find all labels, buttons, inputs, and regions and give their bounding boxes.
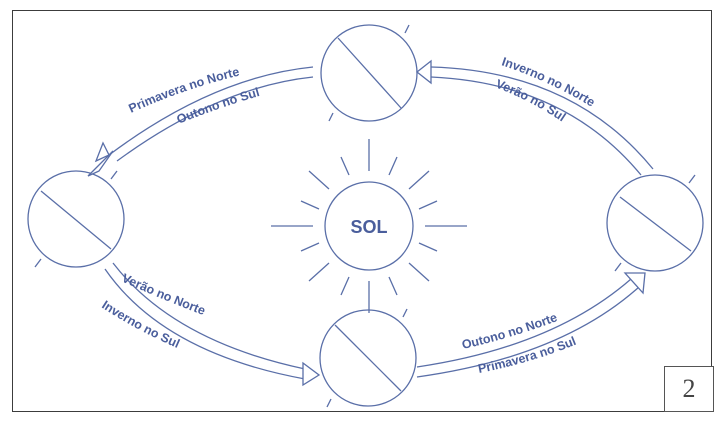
season-label-bottom-left-south: Inverno no Sul xyxy=(99,298,181,351)
orbit-arrow-top-right xyxy=(415,59,654,176)
slide-number-box: 2 xyxy=(664,366,714,412)
orbit-diagram: SOL Primavera no Norte Outono no Sul Inv… xyxy=(27,24,704,408)
orbit-arrow-bottom-right xyxy=(416,272,646,378)
orbit-arrow-bottom-left xyxy=(104,262,321,387)
earth-top xyxy=(320,24,418,122)
earth-bottom xyxy=(319,308,417,408)
diagram-frame: SOL Primavera no Norte Outono no Sul Inv… xyxy=(12,10,712,412)
earth-left xyxy=(27,170,125,268)
sun-rays xyxy=(271,139,467,313)
earth-right xyxy=(606,174,704,272)
sun xyxy=(271,139,467,313)
slide-number: 2 xyxy=(682,374,696,403)
sun-label: SOL xyxy=(350,217,387,237)
orbit-arrow-top-left xyxy=(87,66,314,177)
